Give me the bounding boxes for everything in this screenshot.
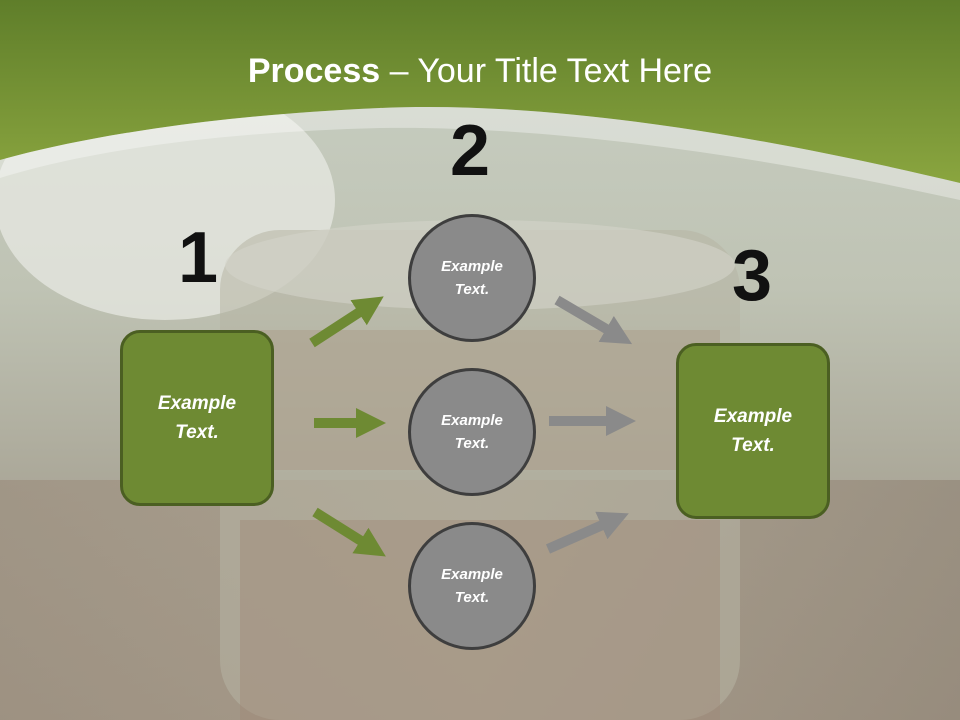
title-rest: – Your Title Text Here [380,52,713,90]
circle-bottom-label: Example Text. [441,566,503,606]
step-3-label: Example Text. [713,406,793,456]
arrow-circle-top-to-3 [554,295,633,345]
arrow-1-to-circle-bottom [312,507,386,557]
circle-middle[interactable]: Example Text. [408,368,536,496]
step-3-box[interactable]: Example Text. [676,343,830,519]
arrow-1-to-circle-top [309,296,384,348]
slide-title: Process – Your Title Text Here [0,52,960,91]
circle-bottom[interactable]: Example Text. [408,522,536,650]
step-1-label: Example Text. [157,393,237,443]
step-1-number: 1 [178,218,219,298]
step-1-box[interactable]: Example Text. [120,330,274,506]
step-2-number: 2 [450,111,491,191]
circle-top-label: Example Text. [441,258,503,298]
title-bold: Process [247,52,381,90]
circle-middle-label: Example Text. [441,412,503,452]
circle-top[interactable]: Example Text. [408,214,536,342]
arrow-circle-bottom-to-3 [545,511,629,554]
step-3-number: 3 [732,236,773,316]
